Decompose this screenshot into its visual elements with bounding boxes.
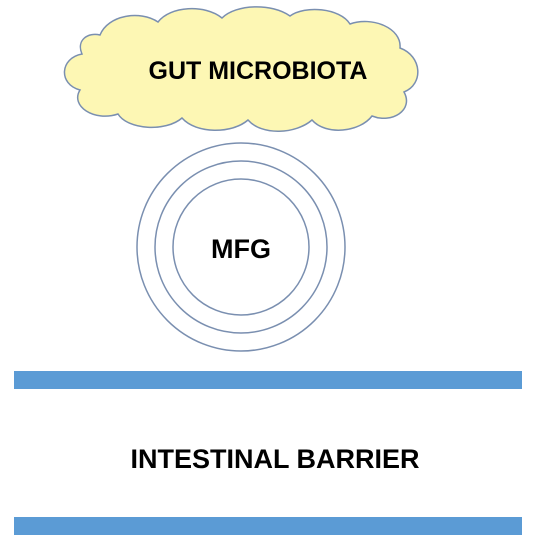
cloud-shape xyxy=(63,6,419,132)
barrier-bottom-line xyxy=(14,517,522,535)
mfg-middle-ring xyxy=(154,160,328,334)
mfg-inner-ring xyxy=(172,178,310,316)
mfg-outer-ring xyxy=(136,142,346,352)
gut-microbiota-cloud: GUT MICROBIOTA xyxy=(63,6,419,132)
mfg-label: MFG xyxy=(211,234,271,264)
cloud-label: GUT MICROBIOTA xyxy=(149,57,368,85)
intestinal-barrier: INTESTINAL BARRIER xyxy=(14,371,522,535)
mfg-globule: MFG xyxy=(136,142,346,352)
barrier-label: INTESTINAL BARRIER xyxy=(130,444,419,474)
barrier-top-line xyxy=(14,371,522,389)
